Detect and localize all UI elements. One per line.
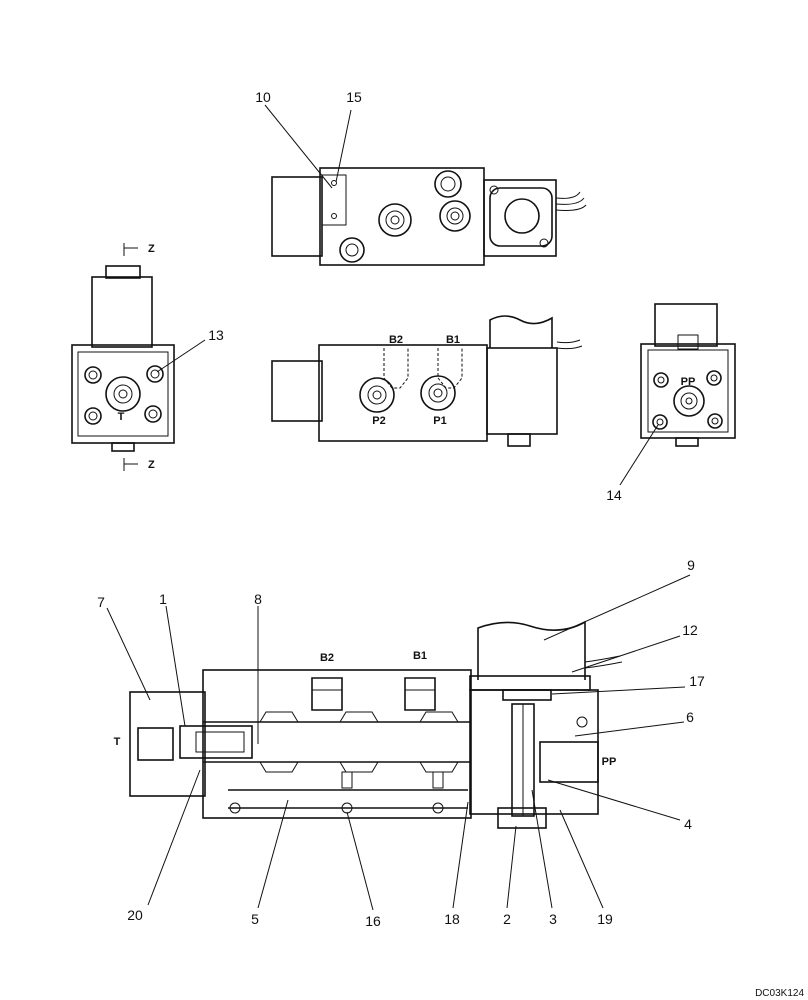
callout-5: 5 (251, 911, 259, 927)
callout-16: 16 (365, 913, 381, 929)
port-label-pp-end: PP (681, 376, 696, 388)
callout-2: 2 (503, 911, 511, 927)
callout-4: 4 (684, 816, 692, 832)
port-label-p1: P1 (433, 415, 446, 427)
left-end-view (71, 243, 175, 471)
leader-14 (619, 424, 659, 486)
section-mark-z-top: Z (148, 243, 155, 255)
section-view (129, 620, 623, 829)
leader-10 (264, 104, 333, 189)
callout-3: 3 (549, 911, 557, 927)
leader-18 (452, 801, 469, 909)
callout-14: 14 (606, 487, 622, 503)
callout-20: 20 (127, 907, 143, 923)
callout-18: 18 (444, 911, 460, 927)
callout-6: 6 (686, 709, 694, 725)
leader-17 (551, 686, 686, 695)
leader-5 (257, 799, 289, 909)
port-label-t-section: T (114, 736, 121, 748)
port-label-p2: P2 (372, 415, 385, 427)
leader-15 (335, 109, 352, 183)
drawing-code: DC03K124 (755, 988, 804, 999)
port-label-b1-section: B1 (413, 650, 427, 662)
section-mark-z-bottom: Z (148, 459, 155, 471)
callout-10: 10 (255, 89, 271, 105)
callout-15: 15 (346, 89, 362, 105)
leader-16 (346, 811, 374, 911)
leader-20 (147, 769, 201, 906)
top-view (271, 167, 587, 266)
callout-8: 8 (254, 591, 262, 607)
leader-4 (547, 779, 681, 821)
leader-9 (543, 574, 691, 641)
port-label-b2-section: B2 (320, 652, 334, 664)
leader-19 (559, 809, 604, 909)
leader-12 (571, 635, 681, 673)
port-label-b2-side: B2 (389, 334, 403, 346)
callout-1: 1 (159, 591, 167, 607)
leader-7 (106, 607, 151, 701)
callout-7: 7 (97, 594, 105, 610)
callout-12: 12 (682, 622, 698, 638)
right-end-view (640, 303, 736, 447)
callout-13: 13 (208, 327, 224, 343)
callout-9: 9 (687, 557, 695, 573)
leader-6 (574, 721, 685, 737)
port-label-pp-section: PP (602, 756, 617, 768)
port-label-b1-side: B1 (446, 334, 460, 346)
leader-1 (165, 605, 186, 727)
leader-2 (506, 825, 517, 909)
callout-17: 17 (689, 673, 705, 689)
port-label-t-end: T (118, 411, 125, 423)
leader-13 (156, 339, 206, 373)
leader-3 (531, 789, 553, 909)
side-view (271, 315, 583, 447)
callout-19: 19 (597, 911, 613, 927)
